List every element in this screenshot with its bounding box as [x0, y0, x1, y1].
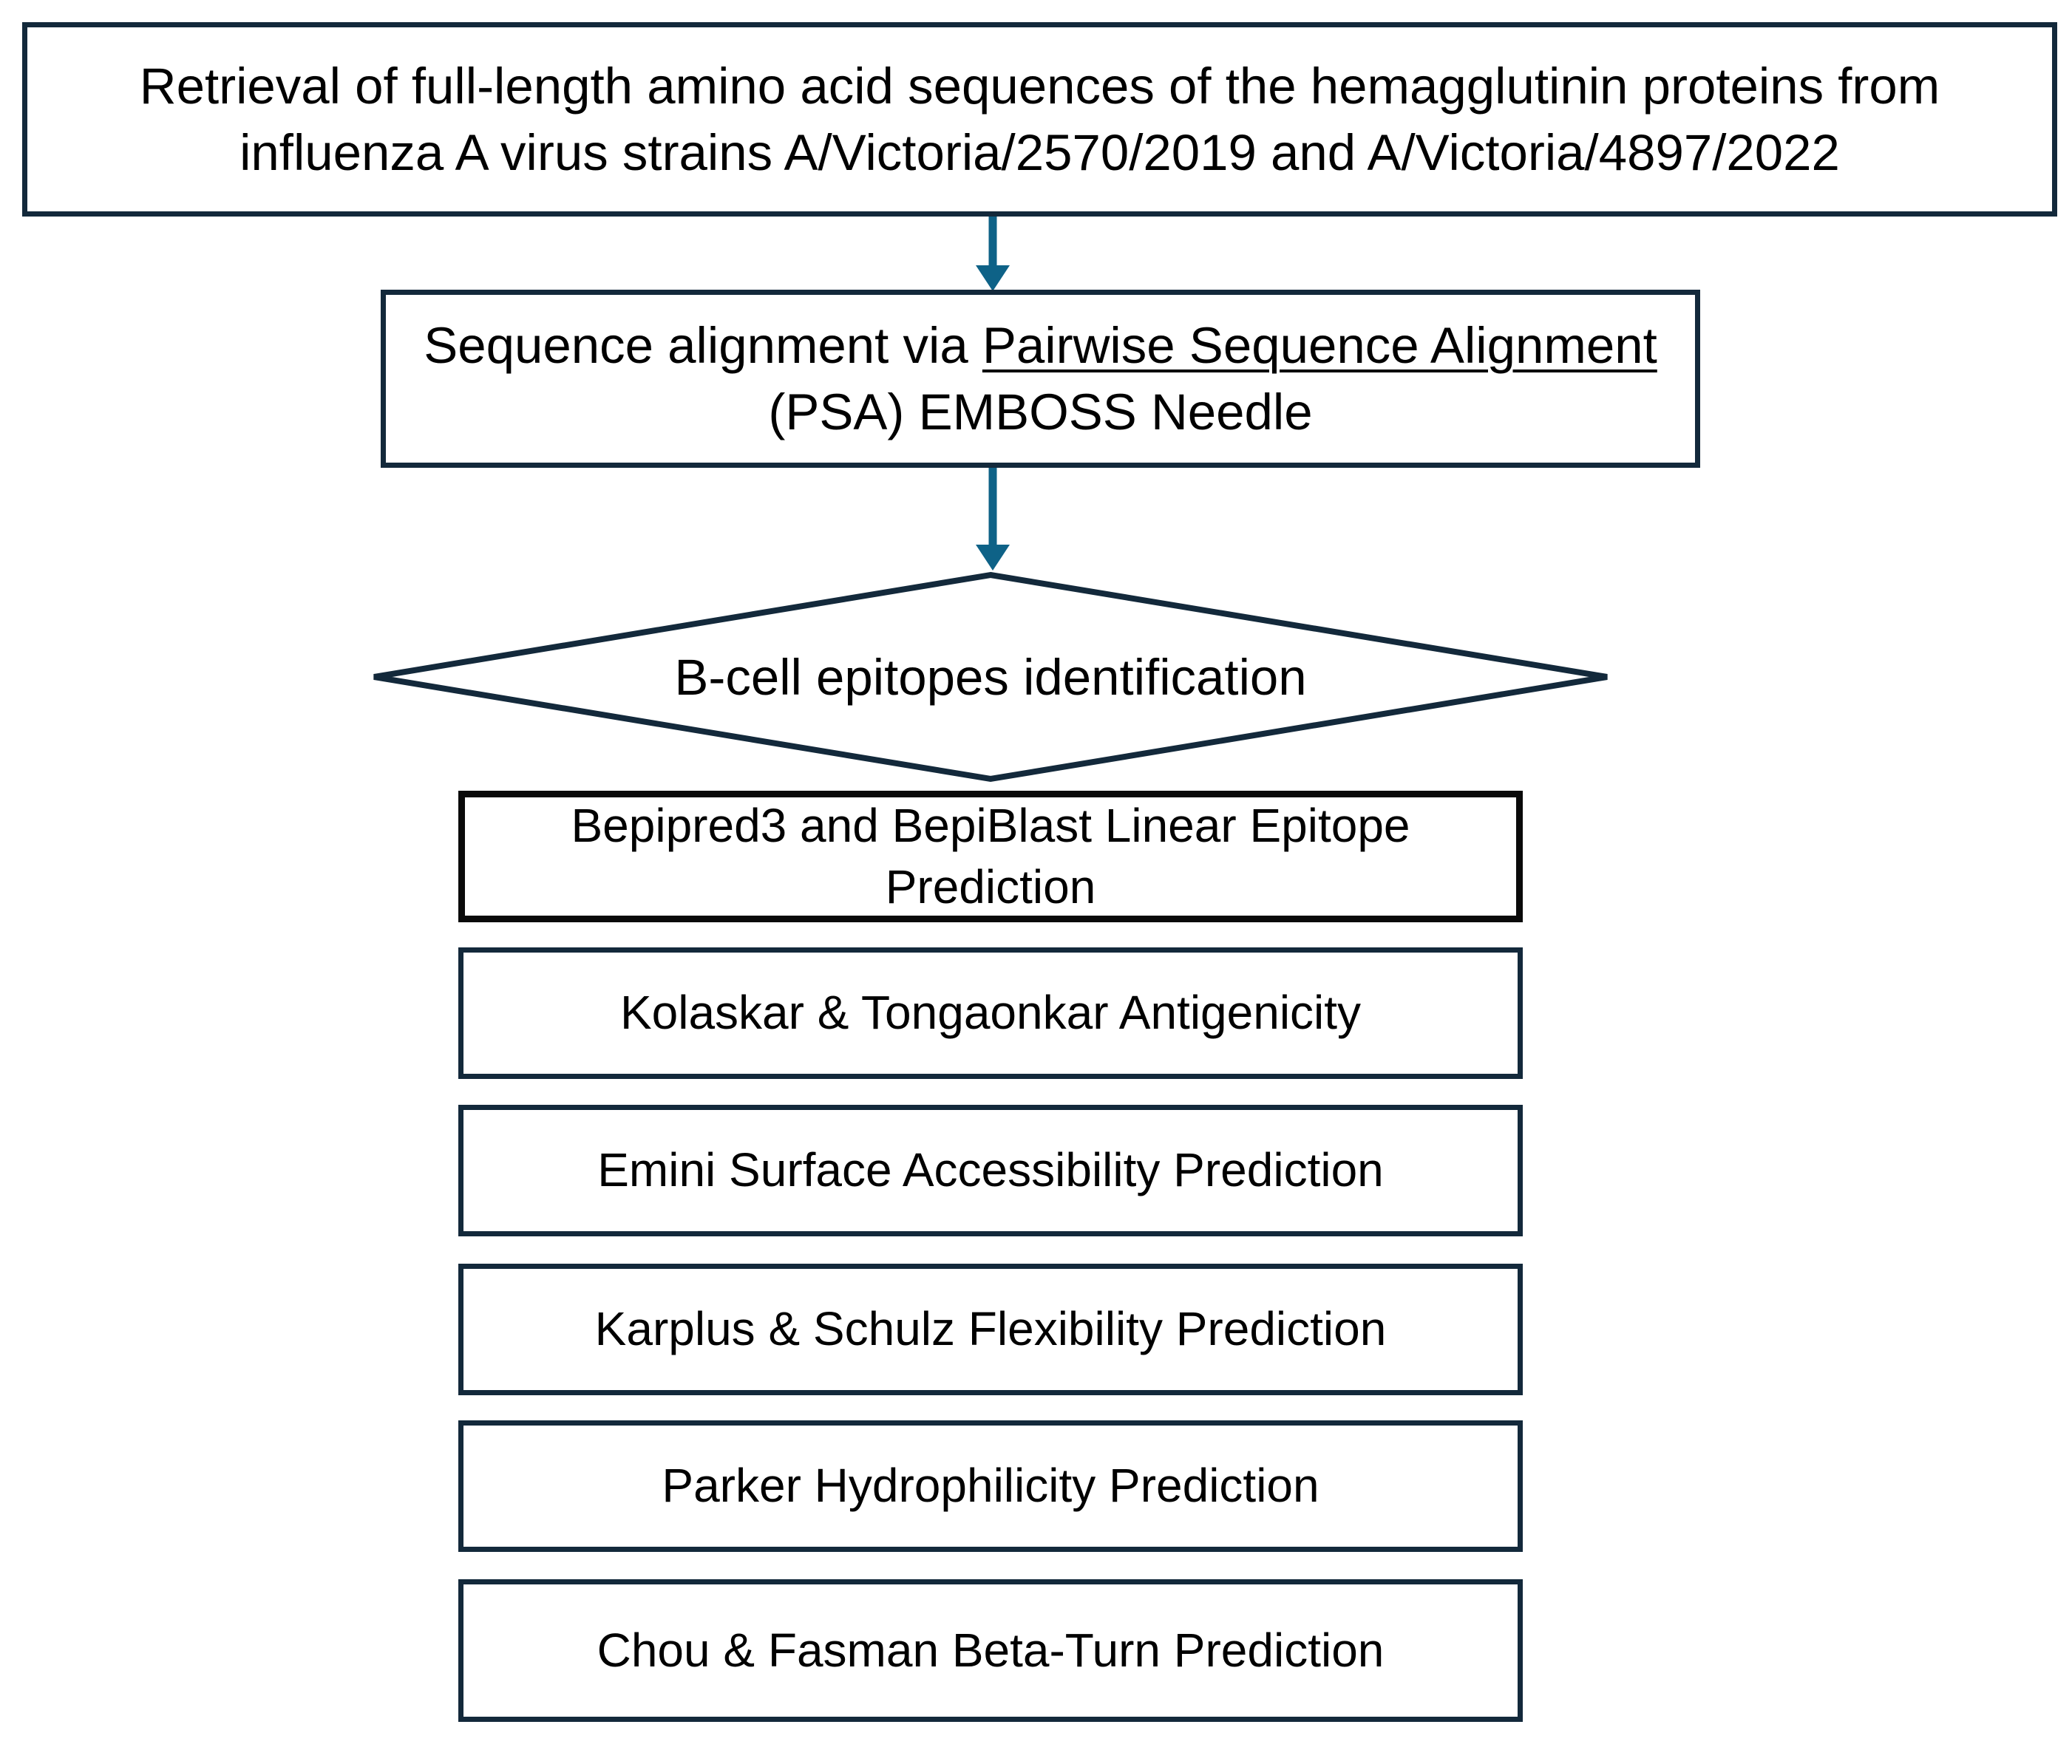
node-alignment-suffix: (PSA) — [768, 383, 905, 440]
step-box-emini-text: Emini Surface Accessibility Prediction — [597, 1143, 1384, 1197]
node-retrieval-text: Retrieval of full-length amino acid sequ… — [27, 53, 2052, 185]
node-alignment-underlined-term: Pairwise Sequence Alignment — [982, 316, 1657, 374]
step-box-parker-text: Parker Hydrophilicity Prediction — [662, 1459, 1319, 1513]
node-retrieval-line2: strains A/Victoria/2570/2019 and A/Victo… — [622, 123, 1840, 181]
step-box-bepipred: Bepipred3 and BepiBlast Linear Epitope P… — [458, 791, 1523, 922]
node-alignment-box: Sequence alignment via Pairwise Sequence… — [381, 290, 1700, 468]
step-box-karplus-text: Karplus & Schulz Flexibility Prediction — [594, 1302, 1387, 1356]
step-box-chou-fasman: Chou & Fasman Beta-Turn Prediction — [458, 1579, 1523, 1722]
node-retrieval-box: Retrieval of full-length amino acid sequ… — [22, 22, 2057, 217]
node-alignment-text: Sequence alignment via Pairwise Sequence… — [386, 313, 1695, 445]
step-box-emini: Emini Surface Accessibility Prediction — [458, 1105, 1523, 1236]
node-alignment-prefix: Sequence alignment via — [424, 316, 982, 374]
arrow-alignment-to-decision — [967, 468, 1019, 571]
node-decision-diamond: B-cell epitopes identification — [370, 571, 1611, 783]
step-box-parker: Parker Hydrophilicity Prediction — [458, 1420, 1523, 1552]
step-box-chou-fasman-text: Chou & Fasman Beta-Turn Prediction — [597, 1623, 1385, 1677]
node-alignment-line2: EMBOSS Needle — [918, 383, 1313, 440]
step-box-kolaskar: Kolaskar & Tongaonkar Antigenicity — [458, 947, 1523, 1079]
step-box-kolaskar-text: Kolaskar & Tongaonkar Antigenicity — [619, 986, 1362, 1040]
step-box-bepipred-line2: Prediction — [885, 860, 1096, 913]
arrow-retrieval-to-alignment — [967, 217, 1019, 292]
step-box-bepipred-text: Bepipred3 and BepiBlast Linear Epitope P… — [465, 795, 1516, 918]
step-box-karplus: Karplus & Schulz Flexibility Prediction — [458, 1264, 1523, 1395]
step-box-bepipred-line1: Bepipred3 and BepiBlast Linear Epitope — [571, 798, 1410, 852]
node-retrieval-line1: Retrieval of full-length amino acid sequ… — [139, 57, 1940, 181]
